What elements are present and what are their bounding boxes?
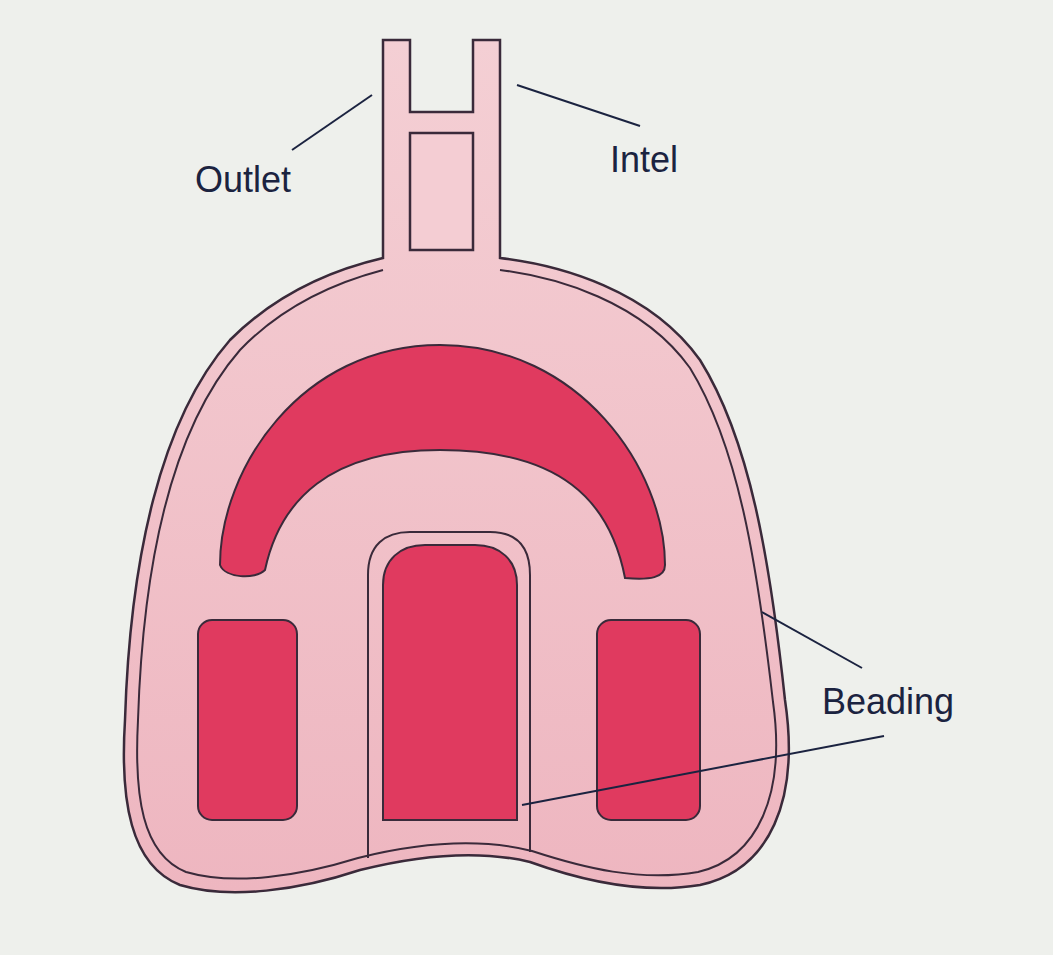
right-relief <box>597 620 700 820</box>
leader-line <box>517 85 640 126</box>
left-relief <box>198 620 297 820</box>
handle-window <box>410 133 473 250</box>
palatal-beading <box>368 532 530 858</box>
anterior-relief <box>220 345 665 579</box>
special-tray <box>124 40 789 892</box>
leader-line <box>292 95 372 150</box>
part-label: Outlet <box>195 160 291 200</box>
leader-line <box>522 736 884 805</box>
part-label: Intel <box>610 140 678 180</box>
beading-line <box>137 270 776 879</box>
part-label: Beading <box>822 682 954 722</box>
leader-line <box>762 612 862 668</box>
palatal-relief <box>383 545 517 820</box>
